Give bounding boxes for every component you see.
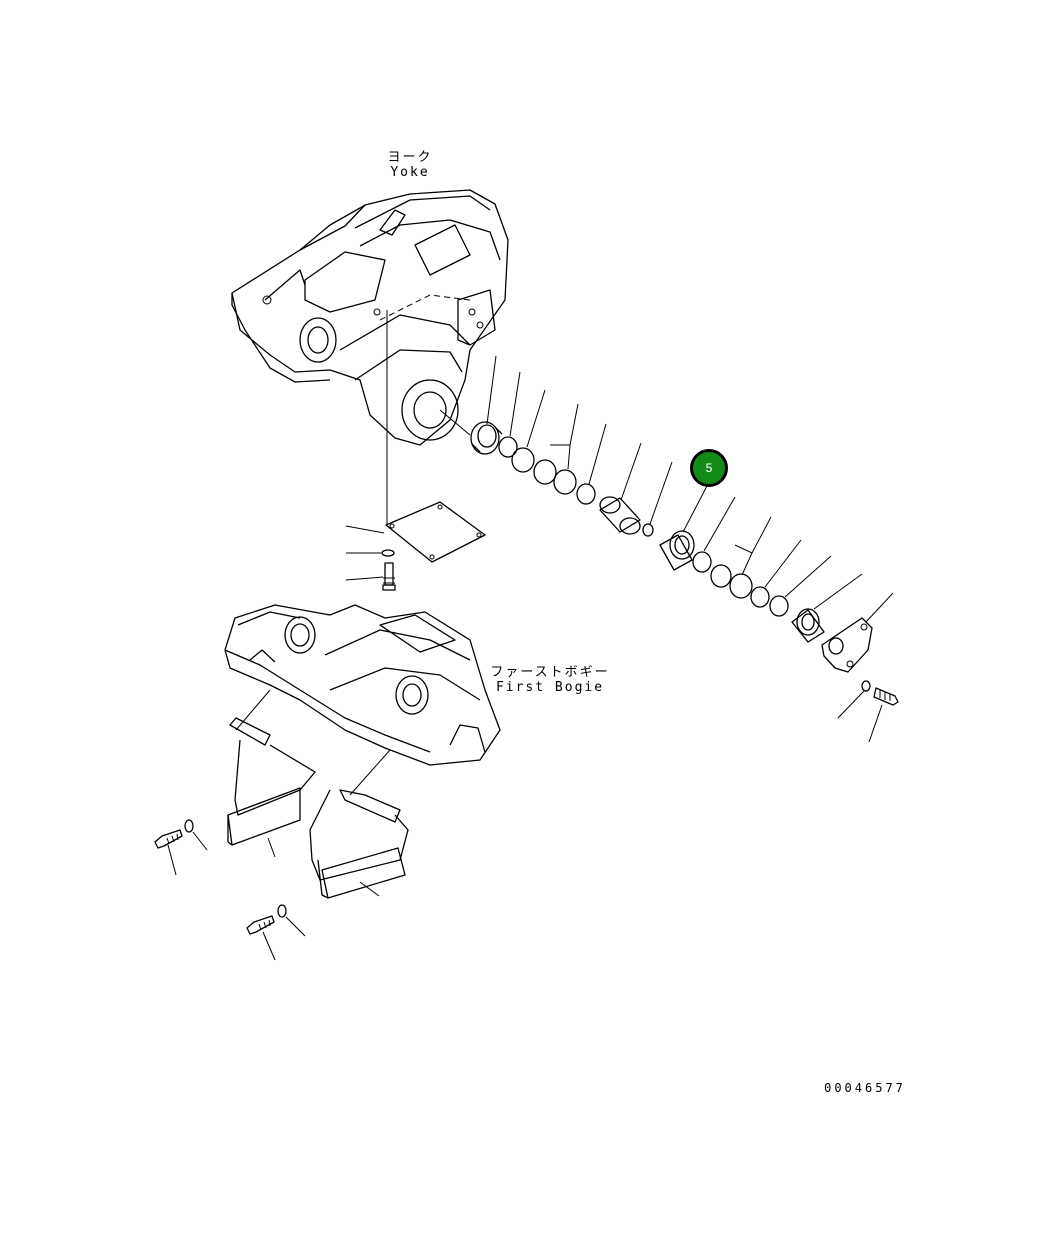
drawing-number: 00046577 bbox=[824, 1081, 906, 1095]
first-bogie-label-jp: ファーストボギー bbox=[490, 665, 610, 680]
guard-bolts bbox=[154, 819, 287, 935]
cover-plate bbox=[381, 310, 486, 591]
yoke-label-jp: ヨーク bbox=[387, 150, 433, 165]
guard-left bbox=[227, 689, 316, 846]
first-bogie-part bbox=[224, 604, 501, 766]
yoke-label-en: Yoke bbox=[390, 165, 430, 180]
leader-lines bbox=[167, 355, 894, 961]
first-bogie-label-en: First Bogie bbox=[495, 680, 605, 695]
part-callout-5[interactable]: 5 bbox=[690, 449, 728, 487]
pin-assembly bbox=[470, 421, 899, 706]
guard-right bbox=[309, 749, 409, 899]
part-callout-number: 5 bbox=[705, 461, 713, 475]
yoke-label: ヨーク Yoke bbox=[370, 150, 450, 180]
yoke-part bbox=[231, 189, 509, 446]
first-bogie-label: ファーストボギー First Bogie bbox=[485, 665, 615, 695]
